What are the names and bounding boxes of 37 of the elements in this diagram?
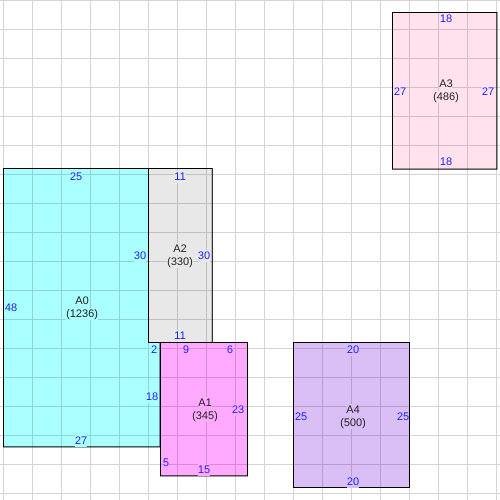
area-block	[392, 12, 497, 170]
side-length: 2	[150, 344, 158, 356]
side-length: 18	[440, 156, 452, 168]
side-length: 15	[198, 464, 210, 476]
block-name: A4	[346, 404, 360, 416]
side-length: 27	[394, 86, 406, 98]
side-length: 25	[396, 410, 410, 423]
block-area: (500)	[340, 416, 366, 429]
side-length: 25	[294, 410, 308, 423]
block-area: (330)	[167, 256, 193, 268]
side-length: 23	[232, 404, 244, 416]
side-length: 6	[226, 344, 234, 356]
block-name: A1	[198, 396, 212, 409]
side-length: 27	[482, 86, 494, 98]
side-length: 27	[74, 434, 88, 447]
block-name: A3	[439, 78, 453, 90]
side-length: 30	[198, 250, 210, 262]
side-length: 48	[4, 302, 18, 314]
area-block	[148, 168, 213, 344]
block-area: (345)	[192, 410, 218, 422]
block-area: (1236)	[66, 308, 98, 320]
side-length: 11	[174, 330, 186, 342]
area-block	[160, 342, 248, 477]
block-area: (486)	[433, 90, 459, 103]
side-length: 5	[162, 456, 170, 469]
block-name: A0	[75, 294, 89, 307]
side-length: 11	[174, 170, 186, 183]
side-length: 18	[440, 12, 452, 25]
side-length: 18	[146, 390, 158, 403]
block-name: A2	[173, 242, 187, 255]
side-length: 25	[70, 170, 82, 183]
side-length: 20	[346, 344, 360, 356]
side-length: 9	[182, 344, 190, 356]
side-length: 30	[134, 250, 146, 262]
area-block	[293, 342, 410, 488]
area-block	[3, 168, 161, 448]
side-length: 20	[346, 476, 360, 488]
